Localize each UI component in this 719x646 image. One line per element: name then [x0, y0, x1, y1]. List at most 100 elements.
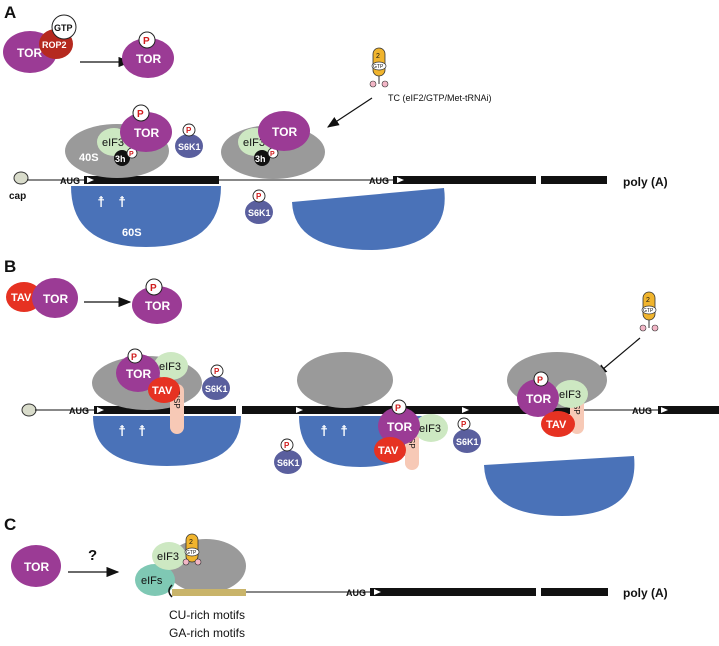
s6k1-label: S6K1	[178, 142, 201, 152]
cap-label: cap	[9, 191, 26, 202]
phosphate-label: P	[270, 151, 275, 158]
eif3-protein	[414, 414, 448, 442]
label-40s: 40S	[79, 152, 99, 164]
tc-gtp-oval	[184, 547, 200, 557]
phosphate-label: P	[395, 403, 401, 413]
s6k1-protein	[175, 134, 203, 158]
tav-label: TAV	[152, 385, 173, 397]
eif3-label: eIF3	[157, 551, 179, 563]
phosphate-label: P	[461, 420, 467, 429]
phosphate-circle	[132, 104, 150, 122]
s6k1-label: S6K1	[248, 208, 271, 218]
cu-motifs-label: CU-rich motifs	[169, 608, 245, 622]
trna-glyph: ☨	[118, 423, 126, 440]
tc-gtp-oval	[371, 61, 387, 71]
ribosome-b1: ☨ ☨ RISP eIF3 TOR P TAV	[92, 348, 241, 466]
poly-a-label: poly (A)	[623, 175, 668, 189]
label-60s: 60S	[122, 227, 142, 239]
question-mark: ?	[88, 547, 97, 564]
trna-number: 2	[376, 53, 380, 60]
tc-gtp-label: GTP	[186, 550, 197, 556]
phosphate-circle	[280, 438, 294, 452]
phosphate-circle	[127, 348, 143, 364]
trna-number: 2	[646, 297, 650, 304]
phosphate-label: P	[129, 151, 134, 158]
phosphate-label: P	[256, 192, 262, 201]
mrna-a: cap AUG AUG poly (A)	[9, 171, 668, 202]
s6k1-protein	[274, 450, 302, 474]
orf-arrow	[87, 177, 94, 183]
aug-label: AUG	[60, 176, 80, 186]
tor-protein	[120, 112, 172, 152]
phosphate-circle	[138, 31, 156, 49]
eifs-label: eIFs	[141, 575, 163, 587]
trna-glyph: ☨	[320, 423, 328, 440]
s6k1-protein	[202, 376, 230, 400]
trna-loop-left	[369, 80, 377, 88]
arrow-tc-b	[595, 337, 641, 376]
tor-protein	[32, 278, 78, 318]
panel-label-a: A	[4, 3, 16, 22]
ribosome-a2: eIF3 3h P TOR	[221, 111, 325, 179]
phosphate-circle	[145, 278, 163, 296]
phospho-tor-b: TOR P	[132, 278, 182, 324]
ternary-complex-icon: 2 GTP	[639, 291, 659, 332]
trna-glyph: ☨	[118, 194, 126, 211]
tor-protein	[258, 111, 310, 151]
orf-arrow	[462, 407, 469, 413]
tav-protein	[148, 377, 180, 403]
eif3-label: eIF3	[419, 423, 441, 435]
orf-1	[84, 176, 219, 184]
tor-label: TOR	[526, 392, 551, 406]
trna-loop-right	[651, 324, 659, 332]
ribosome-b2: ☨ ☨ RISP eIF3 TOR P TAV	[297, 352, 448, 470]
eifs-protein	[135, 564, 175, 596]
trna-number: 2	[189, 539, 193, 546]
phosphate-label: P	[186, 126, 192, 135]
aug-label: AUG	[69, 406, 89, 416]
tav-protein	[374, 437, 406, 463]
ribosome-b3: RISP eIF3 TOR P TAV	[507, 352, 607, 437]
phosphate-circle	[533, 371, 549, 387]
ribosome-60s	[71, 186, 221, 247]
phosphate-label: P	[537, 375, 543, 385]
eif3h-label: 3h	[115, 154, 126, 164]
tc-gtp-label: GTP	[643, 308, 654, 314]
tor-c: TOR	[11, 545, 61, 587]
phosphate-circle	[252, 189, 266, 203]
orf-1	[370, 588, 536, 596]
orf-arrow	[374, 589, 381, 595]
eif3h-label: 3h	[255, 154, 266, 164]
tor-label: TOR	[387, 420, 412, 434]
tor-label: TOR	[145, 299, 170, 313]
phospho-tor-a: TOR P	[122, 31, 174, 78]
tav-tor-complex: TAV TOR	[6, 278, 78, 318]
risp-label: RISP	[172, 390, 181, 409]
eif3h-circle	[114, 150, 130, 166]
phosphate-circle	[182, 123, 196, 137]
orf-1	[94, 406, 236, 414]
trna-loop-left	[639, 324, 647, 332]
eif3-label: eIF3	[102, 137, 124, 149]
trna-loop-right	[381, 80, 389, 88]
tor-protein	[378, 407, 420, 445]
tor-rop2-complex: TOR ROP2 GTP	[3, 14, 77, 73]
orf-arrow	[397, 177, 404, 183]
ribosome-60s-free-b	[484, 456, 635, 516]
phosphate-label: P	[143, 36, 150, 47]
s6k1-a2: S6K1 P	[245, 189, 273, 224]
s6k1-a1: S6K1 P	[175, 123, 203, 158]
orf-3	[658, 406, 719, 414]
eif3-protein	[152, 542, 186, 570]
s6k1-label: S6K1	[456, 437, 479, 447]
leader-motif-region	[172, 589, 246, 596]
poly-a-label: poly (A)	[623, 586, 668, 600]
eif3-protein	[154, 352, 188, 380]
phosphate-label: P	[284, 441, 290, 450]
tor-protein	[132, 286, 182, 324]
orf-3	[541, 176, 607, 184]
trna-glyph: ☨	[138, 423, 146, 440]
orf-2	[393, 176, 536, 184]
orf-arrow	[296, 407, 303, 413]
tc-gtp-oval	[641, 305, 657, 315]
